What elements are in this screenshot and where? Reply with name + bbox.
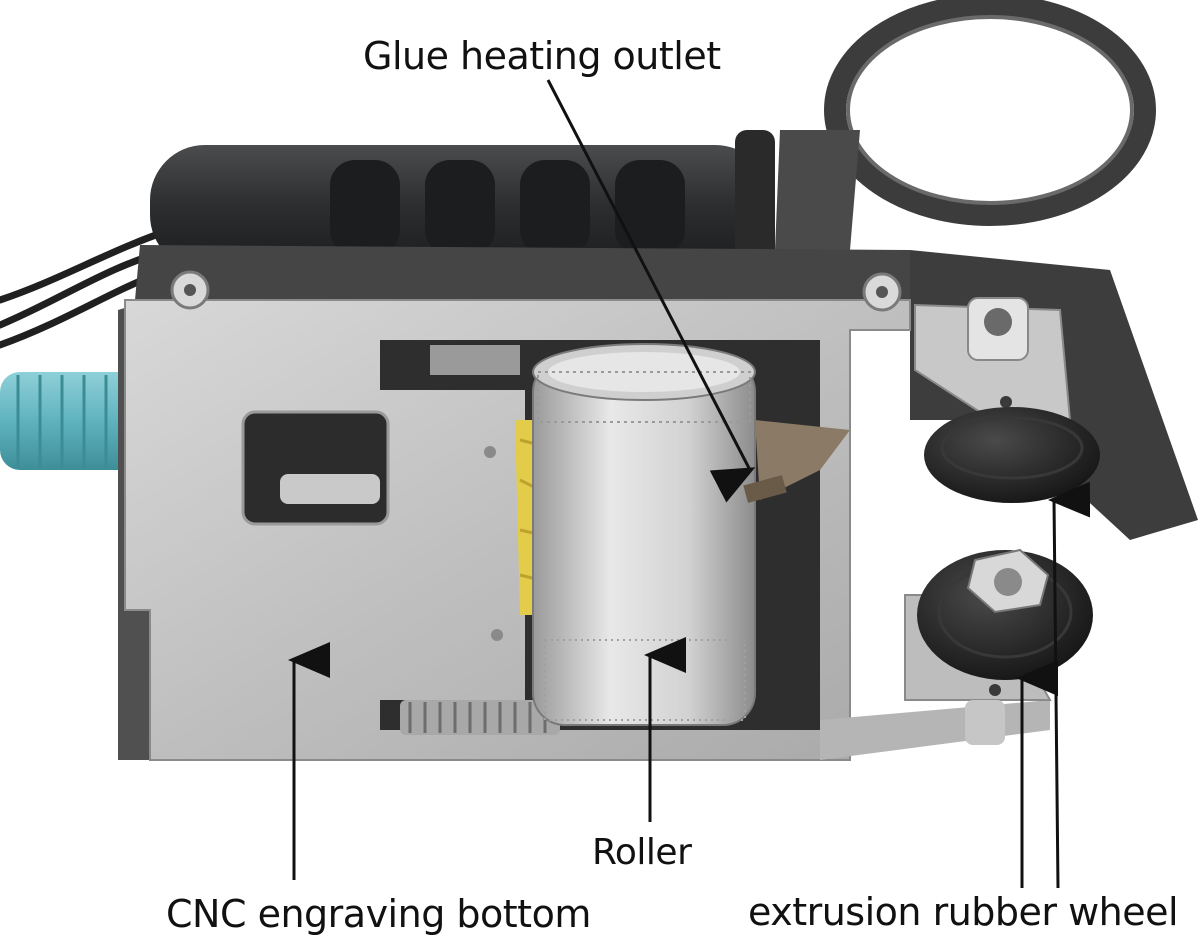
roller-label: Roller bbox=[592, 832, 692, 873]
roller bbox=[532, 343, 756, 726]
extrusion-rubber-wheel-label: extrusion rubber wheel bbox=[748, 890, 1179, 934]
glue-outlet-arrow bbox=[546, 79, 756, 503]
rubber-wheels bbox=[917, 407, 1100, 680]
hanging-ring bbox=[775, 0, 1156, 250]
upper-wheel-arrow bbox=[1048, 481, 1091, 889]
glue-heating-outlet-label: Glue heating outlet bbox=[363, 34, 721, 78]
callout-arrows bbox=[288, 79, 1091, 889]
drive-gears bbox=[400, 345, 560, 735]
handle-grip bbox=[150, 130, 775, 280]
air-hose bbox=[0, 372, 150, 470]
cnc-engraving-bottom-label: CNC engraving bottom bbox=[166, 892, 591, 936]
